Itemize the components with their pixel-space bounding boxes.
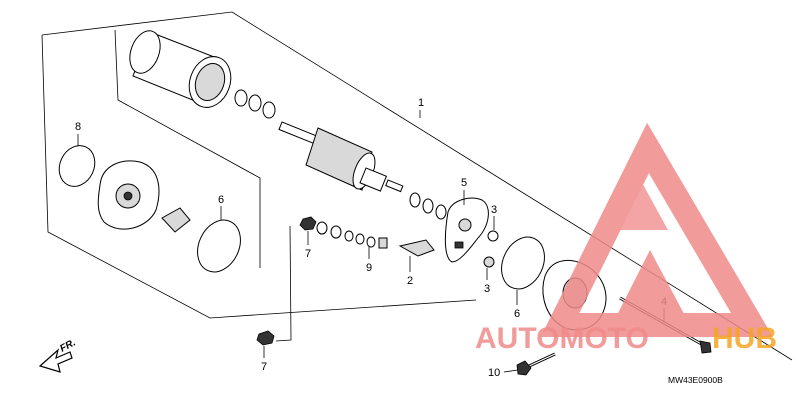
lock-plate (161, 207, 191, 233)
svg-text:AUTOMOTO: AUTOMOTO (475, 322, 649, 355)
watermark-text: AUTOMOTO HUB (475, 322, 777, 355)
starter-motor-case (129, 30, 232, 108)
front-cover (97, 160, 160, 230)
o-ring-8 (58, 145, 96, 187)
case-washers (234, 89, 276, 119)
o-ring-6-right (501, 236, 545, 290)
front-direction-arrow: FR. (38, 337, 78, 373)
callout-3-lower: 3 (484, 283, 490, 295)
callout-1: 1 (418, 97, 424, 109)
terminal-bracket (398, 239, 435, 257)
callout-2: 2 (407, 275, 413, 287)
svg-text:HUB: HUB (712, 322, 777, 355)
direction-label: FR. (58, 337, 77, 354)
callout-10: 10 (488, 367, 500, 379)
terminal-hardware (299, 216, 388, 249)
callout-8: 8 (75, 121, 81, 133)
lower-nut (256, 330, 275, 346)
callout-7-lower: 7 (261, 361, 267, 373)
callout-6-left: 6 (218, 194, 224, 206)
reference-code: MW43E0900B (668, 375, 723, 385)
o-ring-6-left (197, 219, 241, 273)
callout-6-right: 6 (514, 308, 520, 320)
armature (278, 121, 404, 193)
brush-holder (444, 197, 489, 263)
watermark-logo (540, 122, 773, 337)
callout-9: 9 (366, 262, 372, 274)
callout-3-upper: 3 (491, 204, 497, 216)
armature-washers (409, 192, 447, 220)
callout-5: 5 (461, 177, 467, 189)
mounting-bolt (516, 352, 556, 376)
brush-springs (483, 230, 499, 268)
callout-7-upper: 7 (305, 248, 311, 260)
